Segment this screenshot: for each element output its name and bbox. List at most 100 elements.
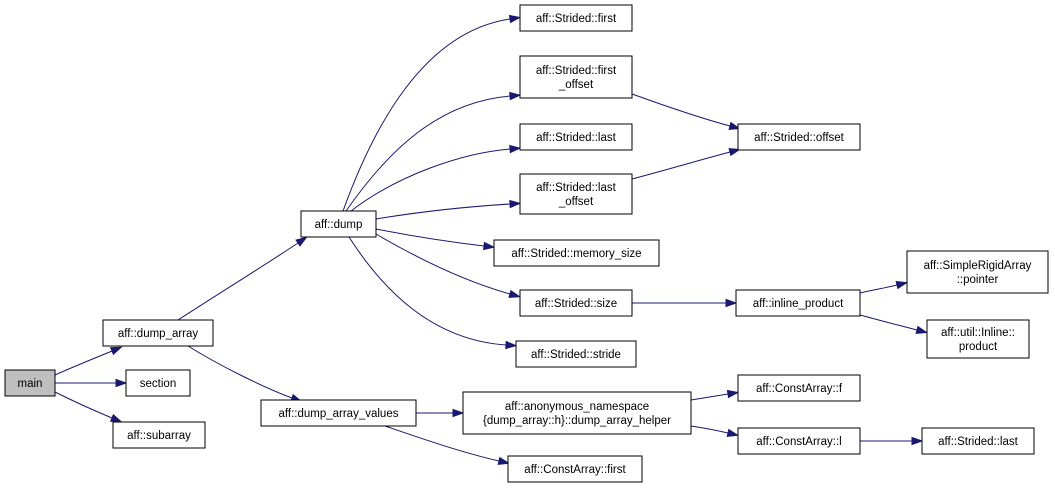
node-dump-array-helper[interactable]: aff::anonymous_namespace{dump_array::h}:… [462,391,692,435]
arrowhead-icon [911,436,924,446]
arrowhead-icon [109,413,123,423]
arrowhead-icon [109,346,123,356]
node-label: aff::ConstArray::l [756,436,841,448]
edge-dump-to-strided_first_offset [345,91,522,212]
edge-line [690,425,729,434]
edge-line [631,93,731,127]
edge-line [348,236,507,346]
edge-line [384,425,500,462]
edge-constarray_l-to-strided_last_bottom [860,436,924,446]
node-box [906,250,1049,294]
node-label: aff::dump_array [118,328,199,340]
arrowhead-icon [509,91,522,101]
arrowhead-icon [895,281,909,290]
node-util-inline-product[interactable]: aff::util::Inline::product [926,319,1030,359]
arrowhead-icon [508,289,522,298]
node-inline-product[interactable]: aff::inline_product [735,289,861,317]
edge-line [177,242,299,321]
node-label: _offset [558,196,594,208]
node-constarray-l[interactable]: aff::ConstArray::l [737,427,861,455]
node-label: aff::anonymous_namespace [505,401,649,413]
node-label: aff::Strided::offset [754,132,845,144]
node-strided-last-top[interactable]: aff::Strided::last [519,123,633,151]
node-subarray[interactable]: aff::subarray [112,421,206,449]
edge-dump_array-to-dump [177,236,308,321]
node-section[interactable]: section [125,369,191,397]
edge-main-to-section [55,378,128,388]
node-box [921,427,1035,455]
node-box [112,421,206,449]
edge-inline_product-to-util_inline_product [859,314,929,334]
node-dump-array-values[interactable]: aff::dump_array_values [260,399,417,427]
node-constarray-f[interactable]: aff::ConstArray::f [737,374,861,402]
edge-line [859,314,918,331]
node-strided-offset[interactable]: aff::Strided::offset [737,123,861,151]
arrowhead-icon [295,236,308,247]
edge-dump-to-strided_last_top [350,144,522,212]
arrowhead-icon [115,378,128,388]
node-box [260,399,417,427]
arrowhead-icon [726,389,740,399]
node-label: product [959,341,998,353]
node-label: section [140,378,176,390]
node-strided-last-bottom[interactable]: aff::Strided::last [921,427,1035,455]
arrowhead-icon [725,298,738,308]
node-box [926,319,1030,359]
arrowhead-icon [509,199,522,209]
node-label: aff::ConstArray::f [756,383,843,395]
edge-dump_array_values-to-constarray_first [384,425,511,465]
arrowhead-icon [483,241,496,251]
node-label: aff::Strided::memory_size [511,248,641,260]
node-box [102,319,214,347]
edge-dump_array_helper-to-constarray_f [690,389,740,401]
node-strided-last-offset[interactable]: aff::Strided::last_offset [519,173,633,215]
node-dump[interactable]: aff::dump [300,210,377,238]
edge-main-to-subarray [54,391,123,423]
edge-line [375,203,511,220]
arrowhead-icon [508,14,522,24]
node-dump-array[interactable]: aff::dump_array [102,319,214,347]
node-box [519,173,633,215]
arrowhead-icon [726,428,740,437]
node-label: aff::SimpleRigidArray [924,260,1032,272]
node-box [737,427,861,455]
node-label: main [18,378,43,390]
node-label: aff::dump_array_values [279,408,399,420]
edge-dump_array_helper-to-constarray_l [690,425,740,437]
edge-line [350,148,511,212]
node-simple-rigid-pointer[interactable]: aff::SimpleRigidArray::pointer [906,250,1049,294]
node-strided-size[interactable]: aff::Strided::size [519,289,633,317]
node-box [515,340,637,368]
node-constarray-first[interactable]: aff::ConstArray::first [507,455,643,483]
edge-line [54,350,113,376]
node-box [735,289,861,317]
edge-dump-to-strided_last_offset [375,199,522,220]
edge-strided_size-to-inline_product [632,298,738,308]
arrowhead-icon [497,456,511,465]
edge-dump_array_values-to-dump_array_helper [415,408,465,418]
node-label: aff::Strided::last [938,436,1018,448]
node-box [4,369,56,397]
arrowhead-icon [509,144,522,154]
node-box [519,4,633,32]
node-label: aff::Strided::first [536,65,617,77]
node-box [519,289,633,317]
node-main[interactable]: main [4,369,56,397]
node-box [519,55,633,99]
edge-line [375,233,511,295]
edge-line [631,151,731,180]
node-label: aff::Strided::last [536,132,616,144]
edge-line [375,228,485,247]
node-strided-stride[interactable]: aff::Strided::stride [515,340,637,368]
node-strided-first-offset[interactable]: aff::Strided::first_offset [519,55,633,99]
edge-line [187,345,293,399]
node-strided-first[interactable]: aff::Strided::first [519,4,633,32]
nodes-layer: mainaff::dump_arraysectionaff::subarraya… [4,4,1049,483]
node-strided-memory-size[interactable]: aff::Strided::memory_size [493,239,660,267]
node-box [507,455,643,483]
edge-dump-to-strided_stride [348,236,518,350]
arrowhead-icon [915,325,929,334]
node-box [737,123,861,151]
node-box [125,369,191,397]
